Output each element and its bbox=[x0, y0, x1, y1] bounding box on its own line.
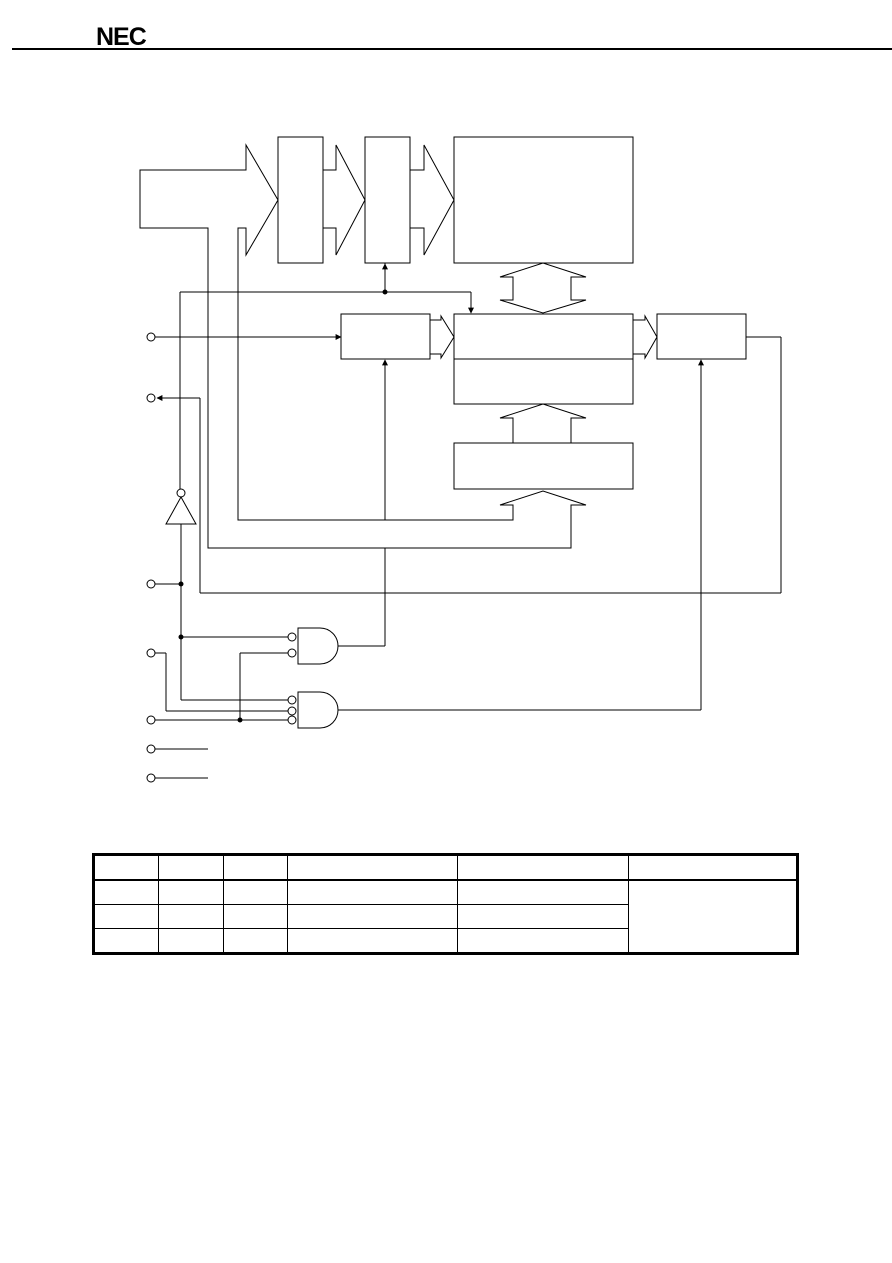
table-cell bbox=[287, 904, 458, 929]
junction-dot bbox=[178, 581, 184, 587]
table-cell bbox=[287, 854, 458, 881]
pin-4 bbox=[146, 648, 156, 658]
bus-arrow-decoder-sense bbox=[499, 403, 587, 443]
table-cell bbox=[223, 879, 288, 905]
nec-logo: NEC bbox=[96, 23, 147, 51]
table-cell bbox=[158, 854, 224, 881]
pin-1 bbox=[146, 332, 156, 342]
truth-table bbox=[92, 853, 799, 955]
and-gate-2 bbox=[297, 691, 339, 729]
table-cell bbox=[93, 854, 159, 881]
bus-arrow-1-2 bbox=[323, 144, 366, 256]
bus-arrow-buffer-sense bbox=[430, 314, 455, 360]
register-block-2 bbox=[364, 136, 411, 264]
table-row bbox=[93, 879, 798, 954]
table-cell bbox=[158, 928, 224, 954]
junction-dot bbox=[237, 717, 243, 723]
table-cell bbox=[158, 904, 224, 929]
table-cell bbox=[93, 928, 159, 954]
pin-3 bbox=[146, 579, 156, 589]
table-cell bbox=[287, 879, 458, 905]
input-bus-arrow bbox=[139, 143, 587, 549]
pin-6 bbox=[146, 744, 156, 754]
table-cell bbox=[223, 928, 288, 954]
table-merged-cell bbox=[628, 879, 798, 954]
header-rule bbox=[12, 48, 892, 50]
table-cell bbox=[158, 879, 224, 905]
table-cell bbox=[93, 879, 159, 905]
buffer-triangle bbox=[165, 495, 197, 525]
bidirectional-bus-arrow bbox=[499, 262, 587, 314]
memory-array-block bbox=[453, 136, 634, 264]
decoder-block bbox=[453, 442, 634, 490]
output-buffer-block bbox=[656, 313, 747, 360]
pin-5 bbox=[146, 715, 156, 725]
inverter-bubble bbox=[176, 488, 186, 498]
table-cell bbox=[457, 928, 629, 954]
and-gate-1 bbox=[297, 627, 339, 665]
register-block-1 bbox=[277, 136, 324, 264]
table-cell bbox=[457, 904, 629, 929]
table-cell bbox=[223, 854, 288, 881]
page-header: NEC bbox=[0, 0, 892, 60]
table-cell bbox=[457, 879, 629, 905]
table-cell bbox=[287, 928, 458, 954]
table-cell bbox=[457, 854, 629, 881]
input-buffer-block bbox=[340, 313, 431, 360]
bus-arrow-sense-output bbox=[633, 314, 658, 360]
pin-7 bbox=[146, 773, 156, 783]
table-cell bbox=[93, 904, 159, 929]
table-row bbox=[93, 928, 798, 954]
table-cell bbox=[628, 854, 798, 881]
table-cell bbox=[223, 904, 288, 929]
table-row bbox=[93, 904, 798, 929]
bus-arrow-2-memory bbox=[410, 144, 455, 256]
pin-2 bbox=[146, 393, 156, 403]
table-header-row bbox=[93, 854, 798, 881]
junction-dot bbox=[178, 634, 184, 640]
block-diagram bbox=[139, 136, 782, 783]
